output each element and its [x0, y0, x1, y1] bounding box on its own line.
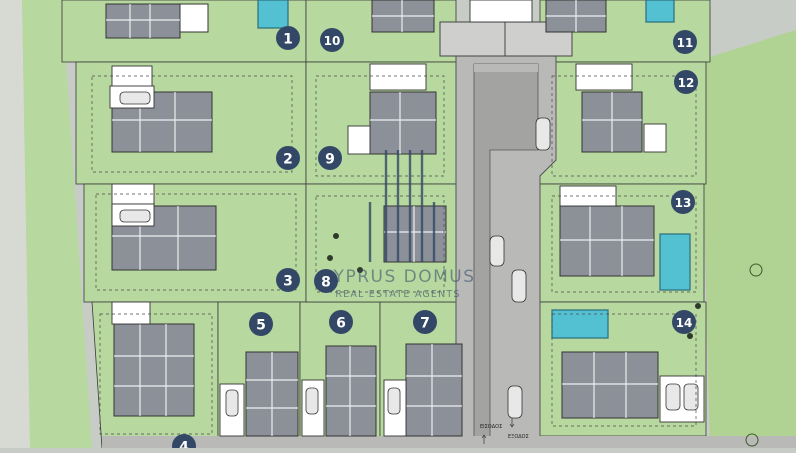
watermark-logo: [368, 150, 436, 262]
plot-marker-8[interactable]: 8: [314, 269, 338, 293]
left-green-strip: [22, 0, 92, 448]
plot-marker-1[interactable]: 1: [276, 26, 300, 50]
house-7: [405, 343, 463, 437]
road-median: [473, 63, 539, 449]
garages: [109, 0, 705, 437]
house-14: [561, 351, 659, 419]
road-median-top: [474, 64, 538, 72]
house-1-wing: [179, 3, 209, 33]
svg-text:1: 1: [283, 32, 293, 48]
svg-text:3: 3: [283, 274, 293, 290]
svg-text:6: 6: [336, 316, 346, 332]
entrance-label: ΕΙΣΟΔΟΣ: [480, 424, 502, 430]
svg-text:12: 12: [678, 76, 695, 90]
entrance-arrow: [481, 434, 487, 444]
house-9: [369, 91, 437, 155]
plot-marker-12[interactable]: 12: [674, 70, 698, 94]
right-trees: [745, 263, 763, 447]
pools: [257, 0, 691, 339]
plot-marker-11[interactable]: 11: [673, 30, 697, 54]
top-entrance: [439, 21, 573, 57]
plot-marker-13[interactable]: 13: [671, 190, 695, 214]
plot-marker-7[interactable]: 7: [413, 310, 437, 334]
room-lines: [106, 0, 658, 436]
plot-marker-14[interactable]: 14: [672, 310, 696, 334]
svg-text:9: 9: [325, 152, 335, 168]
bottom-road: [102, 436, 796, 448]
svg-text:5: 5: [256, 318, 266, 334]
svg-text:14: 14: [676, 316, 693, 330]
plot-marker-2[interactable]: 2: [276, 146, 300, 170]
watermark-tagline: REAL ESTATE AGENTS: [335, 289, 460, 300]
svg-text:8: 8: [321, 275, 331, 291]
house-8: [383, 205, 447, 263]
plot-marker-9[interactable]: 9: [318, 146, 342, 170]
trees: [327, 233, 701, 339]
plot-marker-3[interactable]: 3: [276, 268, 300, 292]
exit-arrow: [509, 418, 515, 428]
house-6: [325, 345, 377, 437]
plot-marker-5[interactable]: 5: [249, 312, 273, 336]
plot-marker-10[interactable]: 10: [320, 28, 344, 52]
svg-text:4: 4: [179, 440, 189, 449]
setback-lines: [91, 75, 697, 435]
svg-text:13: 13: [675, 196, 692, 210]
house-1: [105, 3, 181, 39]
right-green-area: [700, 30, 796, 448]
svg-text:2: 2: [283, 152, 293, 168]
plot-markers: 1 2 3 4 5 6 7 8 9 10 11 12 13 14: [172, 26, 698, 453]
svg-text:7: 7: [420, 316, 430, 332]
svg-text:11: 11: [677, 36, 694, 50]
cars: [119, 91, 699, 419]
exit-label: ΕΞΟΔΟΣ: [508, 434, 529, 440]
left-verge: [0, 0, 30, 448]
house-13: [559, 205, 655, 277]
plot-marker-6[interactable]: 6: [329, 310, 353, 334]
watermark-name: CYPRUS DOMUS: [320, 267, 475, 287]
house-4: [113, 323, 195, 417]
svg-text:10: 10: [324, 34, 341, 48]
